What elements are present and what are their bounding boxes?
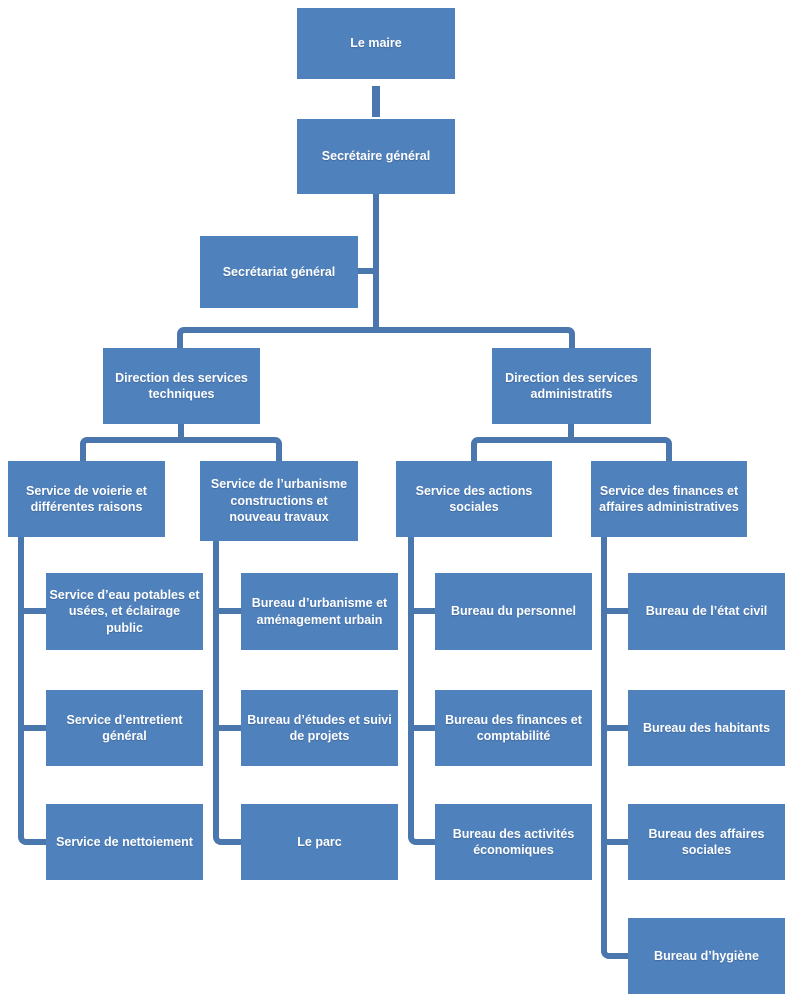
connector-secretariat-stub <box>358 268 376 274</box>
connector-stub-etat-civil <box>601 608 628 614</box>
connector-stub-entretient <box>18 725 46 731</box>
connector-maire-secretaire <box>372 86 380 117</box>
org-node-bureau-activites[interactable]: Bureau des activités économiques <box>435 804 592 880</box>
org-node-service-eau[interactable]: Service d’eau potables et usées, et écla… <box>46 573 203 650</box>
connector-stub-eau <box>18 608 46 614</box>
connector-stub-habitants <box>601 725 628 731</box>
connector-stub-affaires <box>601 839 628 845</box>
org-node-bureau-personnel[interactable]: Bureau du personnel <box>435 573 592 650</box>
connector-split-left <box>177 327 376 348</box>
org-node-service-voierie[interactable]: Service de voierie et différentes raison… <box>8 461 165 537</box>
connector-split-right <box>376 327 575 348</box>
org-node-direction-services-administratifs[interactable]: Direction des services administratifs <box>492 348 651 424</box>
org-node-bureau-etudes[interactable]: Bureau d’études et suivi de projets <box>241 690 398 766</box>
connector-administratifs-left <box>471 437 568 461</box>
org-node-secretariat-general[interactable]: Secrétariat général <box>200 236 358 308</box>
connector-administratifs-stub <box>568 424 574 440</box>
connector-column-urbanisme <box>213 541 241 845</box>
org-node-le-maire[interactable]: Le maire <box>297 8 455 79</box>
org-node-secretaire-general[interactable]: Secrétaire général <box>297 119 455 194</box>
org-node-bureau-hygiene[interactable]: Bureau d’hygiène <box>628 918 785 994</box>
org-node-bureau-etat-civil[interactable]: Bureau de l’état civil <box>628 573 785 650</box>
org-node-bureau-urbanisme[interactable]: Bureau d’urbanisme et aménagement urbain <box>241 573 398 650</box>
connector-techniques-right <box>181 437 282 461</box>
connector-column-actions <box>408 537 435 845</box>
org-node-le-parc[interactable]: Le parc <box>241 804 398 880</box>
org-node-service-urbanisme[interactable]: Service de l’urbanisme constructions et … <box>200 461 358 541</box>
connector-stub-bureau-urbanisme <box>213 608 241 614</box>
org-node-service-entretient[interactable]: Service d’entretient général <box>46 690 203 766</box>
connector-secretaire-trunk <box>373 194 379 333</box>
connector-administratifs-right <box>568 437 672 461</box>
org-node-service-finances[interactable]: Service des finances et affaires adminis… <box>591 461 747 537</box>
connector-techniques-stub <box>178 424 184 440</box>
connector-column-voierie <box>18 537 46 845</box>
org-node-direction-services-techniques[interactable]: Direction des services techniques <box>103 348 260 424</box>
org-node-bureau-affaires-sociales[interactable]: Bureau des affaires sociales <box>628 804 785 880</box>
connector-stub-finances <box>408 725 435 731</box>
org-node-service-nettoiement[interactable]: Service de nettoiement <box>46 804 203 880</box>
connector-stub-bureau-etudes <box>213 725 241 731</box>
connector-techniques-left <box>80 437 181 461</box>
org-node-bureau-finances[interactable]: Bureau des finances et comptabilité <box>435 690 592 766</box>
connector-column-finances <box>601 537 628 959</box>
org-node-bureau-habitants[interactable]: Bureau des habitants <box>628 690 785 766</box>
org-node-service-actions-sociales[interactable]: Service des actions sociales <box>396 461 552 537</box>
connector-stub-personnel <box>408 608 435 614</box>
